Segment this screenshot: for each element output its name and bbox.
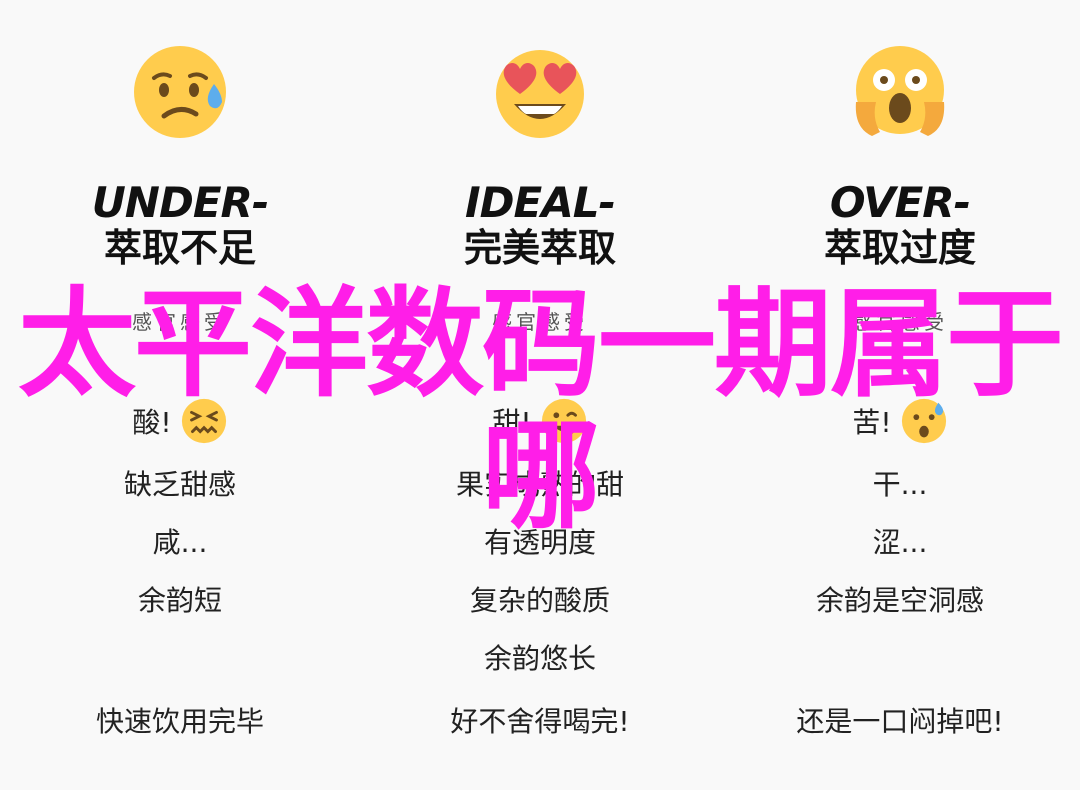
sad-sweat-face-icon <box>134 46 226 138</box>
taste-note: 余韵是空洞感 <box>815 584 984 617</box>
screaming-face-icon <box>855 46 945 136</box>
taste-label: 苦! <box>852 406 892 439</box>
sense-label: 感官感受 <box>852 310 948 334</box>
taste-label: 甜! <box>492 406 532 439</box>
taste-note: 复杂的酸质 <box>469 584 610 617</box>
taste-row: 酸! <box>132 397 227 445</box>
worried-sweat-face-icon <box>901 398 946 444</box>
taste-note: 果实成熟的甜 <box>455 468 624 501</box>
taste-note: 干... <box>872 468 928 501</box>
heading-ideal: IDEAL- 完美萃取 <box>463 178 616 271</box>
finish-text: 还是一口闷掉吧! <box>796 705 1004 738</box>
taste-note: 余韵悠长 <box>483 642 596 675</box>
heading-over: OVER- 萃取过度 <box>823 178 976 271</box>
heart-eyes-face-icon <box>496 50 584 138</box>
taste-note: 咸... <box>152 526 208 559</box>
finish-text: 好不舍得喝完! <box>450 705 630 738</box>
taste-row: 苦! <box>852 397 947 445</box>
column-under: UNDER- 萃取不足 感官感受 酸! 缺乏甜感 咸... 余韵短 快速饮用完毕 <box>0 0 360 790</box>
wink-face-icon <box>541 398 586 444</box>
heading-under: UNDER- 萃取不足 <box>91 178 270 271</box>
taste-note: 缺乏甜感 <box>123 468 236 501</box>
column-over: OVER- 萃取过度 感官感受 苦! 干... 涩... 余韵是空洞感 还是一口… <box>720 0 1080 790</box>
taste-note: 余韵短 <box>137 584 222 617</box>
taste-row: 甜! <box>492 397 587 445</box>
sense-label: 感官感受 <box>132 310 228 334</box>
finish-text: 快速饮用完毕 <box>95 705 264 738</box>
column-ideal: IDEAL- 完美萃取 感官感受 甜! 果实成熟的甜 有透明度 复杂的酸质 余韵… <box>360 0 720 790</box>
taste-note: 涩... <box>872 526 928 559</box>
sense-label: 感官感受 <box>492 310 588 334</box>
taste-label: 酸! <box>132 406 172 439</box>
taste-note: 有透明度 <box>483 526 596 559</box>
grimace-face-icon <box>181 398 226 444</box>
